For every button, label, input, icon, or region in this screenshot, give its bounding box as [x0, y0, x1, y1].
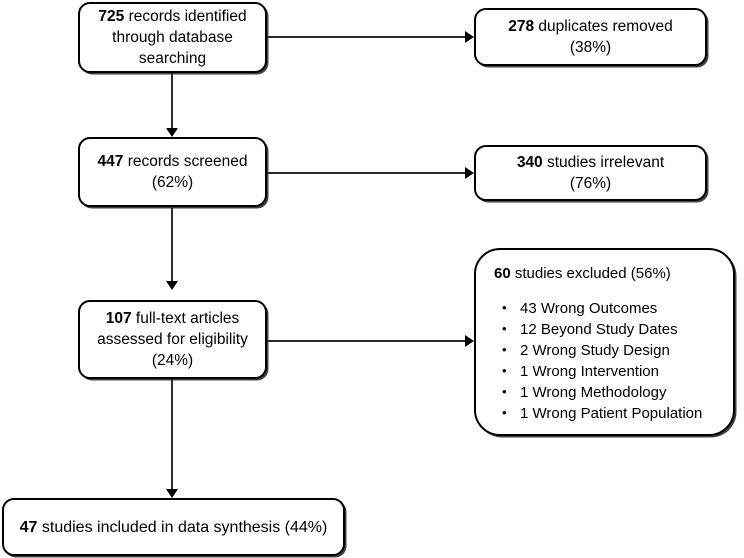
- box-fulltext-articles-line1-text: full-text articles: [131, 310, 240, 327]
- box-records-screened-line1-text: records screened: [123, 153, 248, 170]
- box-duplicates-removed-line1-text: duplicates removed: [534, 18, 673, 35]
- box-records-identified-line2: through database: [112, 29, 233, 46]
- box-records-identified-line1: 725 records identified: [98, 6, 246, 27]
- box-duplicates-removed-count: 278: [508, 18, 535, 35]
- box-records-screened-count: 447: [97, 153, 124, 170]
- box-studies-included[interactable]: 47 studies included in data synthesis (4…: [2, 498, 345, 556]
- box-records-identified-count: 725: [98, 8, 125, 25]
- box-studies-irrelevant-line1: 340 studies irrelevant: [517, 152, 664, 173]
- box-studies-excluded[interactable]: 60 studies excluded (56%) 43 Wrong Outco…: [474, 248, 735, 436]
- box-fulltext-articles-line3: (24%): [151, 352, 194, 369]
- box-fulltext-articles[interactable]: 107 full-text articles assessed for elig…: [78, 300, 267, 379]
- box-records-screened[interactable]: 447 records screened (62%): [78, 137, 267, 207]
- box-studies-irrelevant[interactable]: 340 studies irrelevant (76%): [474, 145, 707, 201]
- list-item: 43 Wrong Outcomes: [500, 297, 723, 319]
- box-records-screened-line2: (62%): [151, 174, 194, 191]
- box-records-identified-line1-text: records identified: [124, 8, 247, 25]
- arrow-down-icon: [166, 128, 178, 137]
- list-item: 1 Wrong Intervention: [500, 360, 723, 382]
- box-studies-excluded-heading-text: studies excluded (56%): [510, 265, 671, 282]
- connector-fulltext-to-included: [171, 379, 173, 489]
- arrow-right-icon: [465, 167, 474, 179]
- box-studies-excluded-heading: 60 studies excluded (56%): [494, 264, 723, 284]
- connector-fulltext-to-excluded: [267, 340, 467, 342]
- arrow-down-icon: [166, 489, 178, 498]
- box-records-screened-line1: 447 records screened: [98, 151, 248, 172]
- box-records-identified-line3: searching: [138, 50, 207, 67]
- box-studies-included-line1-text: studies included in data synthesis (44%): [37, 518, 328, 536]
- box-duplicates-removed[interactable]: 278 duplicates removed (38%): [474, 8, 707, 66]
- list-item: 1 Wrong Methodology: [500, 381, 723, 403]
- arrow-down-icon: [166, 281, 178, 290]
- connector-identified-to-screened: [171, 73, 173, 129]
- box-studies-irrelevant-line1-text: studies irrelevant: [542, 154, 665, 171]
- box-studies-included-count: 47: [19, 518, 38, 536]
- connector-identified-to-duplicates: [267, 36, 467, 38]
- list-item: 1 Wrong Patient Population: [500, 402, 723, 424]
- list-item: 12 Beyond Study Dates: [500, 318, 723, 340]
- box-duplicates-removed-line2: (38%): [569, 39, 612, 56]
- connector-screened-to-irrelevant: [267, 172, 467, 174]
- excluded-reasons-list: 43 Wrong Outcomes 12 Beyond Study Dates …: [494, 297, 723, 424]
- box-studies-included-line1: 47 studies included in data synthesis (4…: [20, 517, 328, 538]
- box-studies-irrelevant-line2: (76%): [569, 175, 612, 192]
- arrow-right-icon: [465, 31, 474, 43]
- box-records-identified[interactable]: 725 records identified through database …: [78, 2, 267, 73]
- box-fulltext-articles-line2: assessed for eligibility: [97, 331, 248, 348]
- box-studies-excluded-count: 60: [494, 265, 511, 282]
- box-fulltext-articles-count: 107: [105, 310, 132, 327]
- box-duplicates-removed-line1: 278 duplicates removed: [508, 16, 673, 37]
- arrow-right-icon: [465, 335, 474, 347]
- box-fulltext-articles-line1: 107 full-text articles: [106, 308, 240, 329]
- box-studies-irrelevant-count: 340: [516, 154, 543, 171]
- list-item: 2 Wrong Study Design: [500, 339, 723, 361]
- connector-screened-to-fulltext: [171, 207, 173, 281]
